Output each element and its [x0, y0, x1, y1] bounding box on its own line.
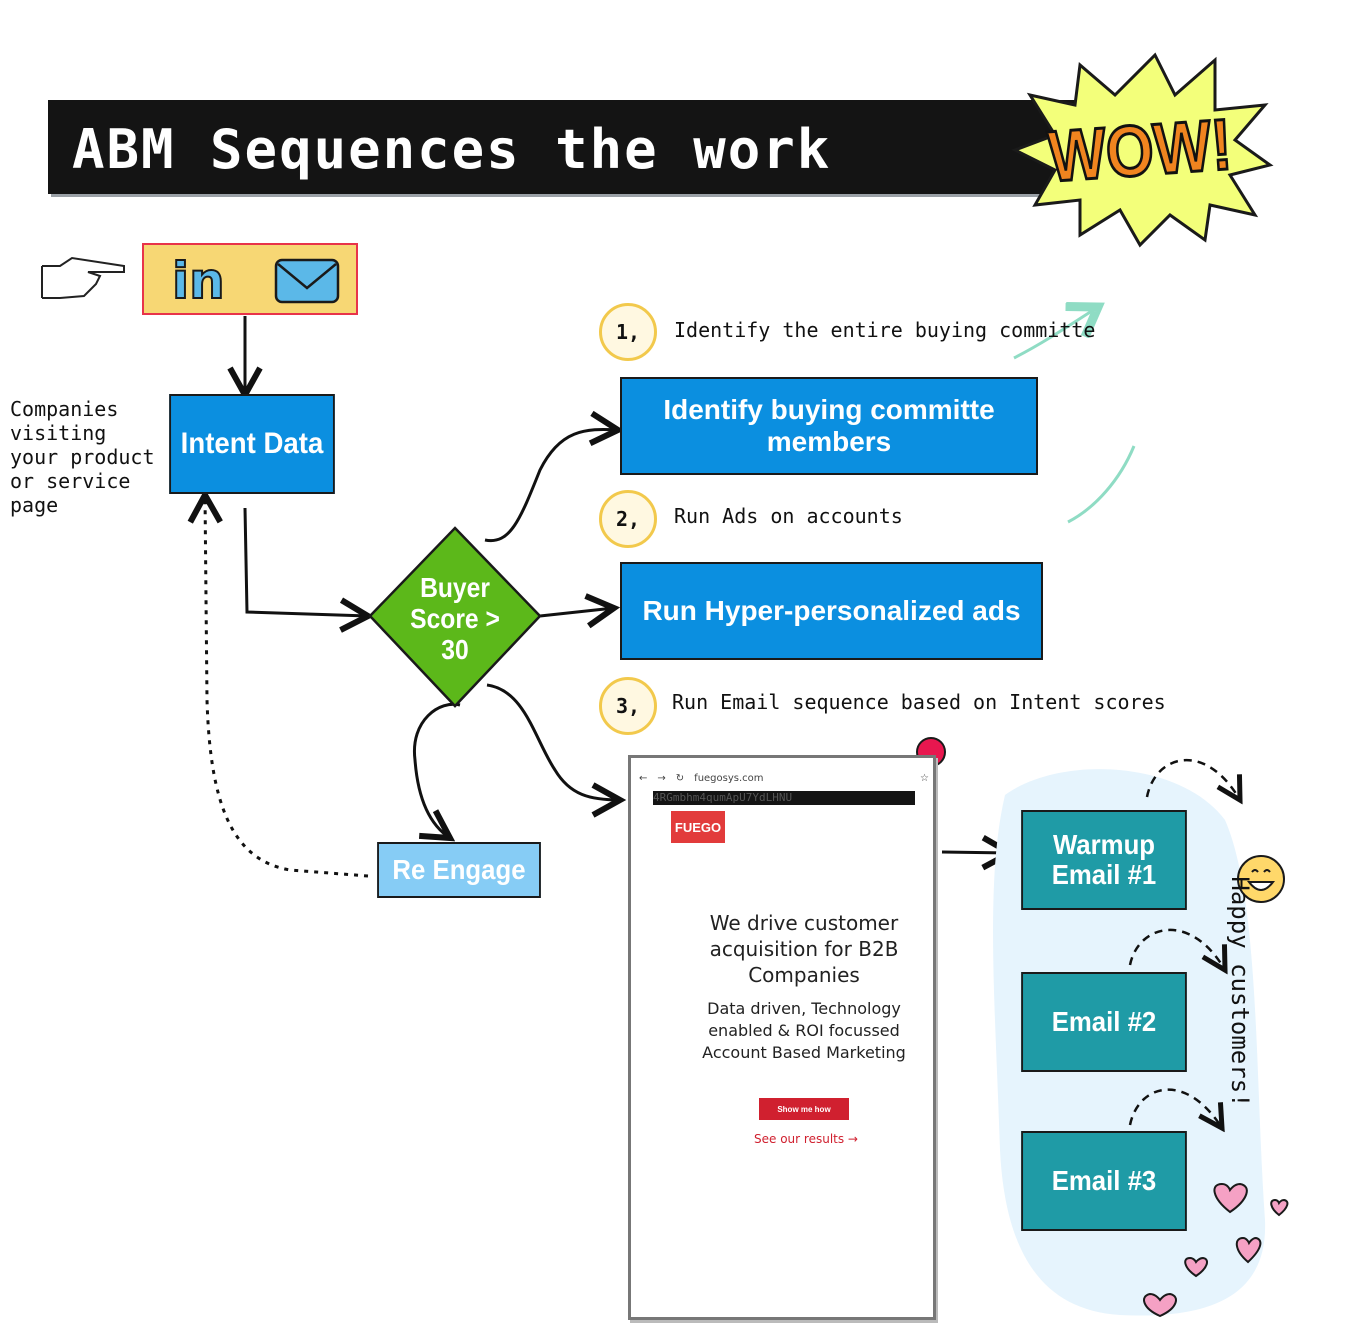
- loop-arrow-3: [1128, 1088, 1222, 1128]
- edge-score-ads: [539, 608, 614, 616]
- fuego-logo: FUEGO: [671, 811, 725, 843]
- side-note: Companies visiting your product or servi…: [10, 397, 160, 517]
- smiley-icon: [1237, 855, 1285, 903]
- see-results-link[interactable]: See our results →: [754, 1132, 858, 1146]
- side-note-line: your product: [10, 445, 155, 469]
- email-2-node: Email #2: [1021, 972, 1187, 1072]
- url-text: fuegosys.com: [694, 772, 764, 784]
- buyer-score-line: 30: [441, 634, 469, 665]
- warmup-line: Email #1: [1051, 859, 1157, 890]
- browser-bar: ← → ↻ fuegosys.com ☆: [639, 766, 929, 790]
- back-icon: ←: [639, 772, 648, 784]
- happy-customers-label: Happy customers!: [1226, 876, 1254, 1108]
- side-note-line: Companies: [10, 397, 119, 421]
- url-strip: 4RGmbhm4qumApU7YdLHNU: [653, 791, 915, 805]
- accent-arrow-1: [1013, 307, 1098, 360]
- score-diamond: [368, 526, 542, 708]
- landing-subheadline: Data driven, Technology enabled & ROI fo…: [702, 999, 906, 1062]
- edge-score-landing: [486, 683, 620, 800]
- page-title: ABM Sequences the work: [72, 118, 832, 181]
- buyer-score-line: Buyer: [420, 572, 490, 603]
- heart-icon: [1143, 1182, 1289, 1318]
- accent-arrow-2: [1067, 445, 1136, 524]
- edge-score-identify: [484, 429, 618, 543]
- edge-intent-score: [243, 507, 368, 616]
- buyer-score-label: Buyer Score > 30: [402, 572, 508, 665]
- wow-badge: WOW!: [1044, 103, 1235, 198]
- warmup-line: Warmup: [1052, 829, 1156, 860]
- wow-burst: [1011, 52, 1274, 248]
- step-number: 3,: [599, 677, 657, 735]
- hyper-personalized-ads-node: Run Hyper-personalized ads: [620, 562, 1043, 660]
- forward-icon: →: [657, 772, 666, 784]
- pointing-hand-icon: [41, 256, 125, 299]
- step-number: 1,: [599, 303, 657, 361]
- side-note-line: visiting: [10, 421, 107, 445]
- step-number: 2,: [599, 490, 657, 548]
- landing-page-preview: ← → ↻ fuegosys.com ☆ 4RGmbhm4qumApU7YdLH…: [628, 755, 936, 1320]
- linkedin-icon: in: [172, 252, 225, 310]
- show-me-how-button[interactable]: Show me how: [759, 1098, 849, 1120]
- title-banner: [48, 100, 1088, 194]
- buyer-score-line: Score >: [410, 603, 500, 634]
- step-label: Identify the entire buying committe: [674, 318, 1096, 342]
- step-label: Run Email sequence based on Intent score…: [672, 690, 1166, 714]
- re-engage-node: Re Engage: [377, 842, 541, 898]
- loop-arrow-1: [1145, 758, 1240, 800]
- mail-icon: [274, 258, 340, 304]
- reload-icon: ↻: [675, 772, 685, 784]
- warmup-email-node: Warmup Email #1: [1021, 810, 1187, 910]
- edge-score-reengage: [413, 702, 461, 838]
- intent-data-node: Intent Data: [169, 394, 335, 494]
- identify-committee-node: Identify buying committe members: [620, 377, 1038, 475]
- side-note-line: page: [10, 493, 59, 517]
- star-icon: ☆: [920, 772, 929, 784]
- email-3-node: Email #3: [1021, 1131, 1187, 1231]
- step-label: Run Ads on accounts: [674, 504, 903, 528]
- edge-reengage-intent: [205, 495, 369, 878]
- side-note-line: or service: [10, 469, 131, 493]
- landing-headline: We drive customer acquisition for B2B Co…: [709, 911, 899, 987]
